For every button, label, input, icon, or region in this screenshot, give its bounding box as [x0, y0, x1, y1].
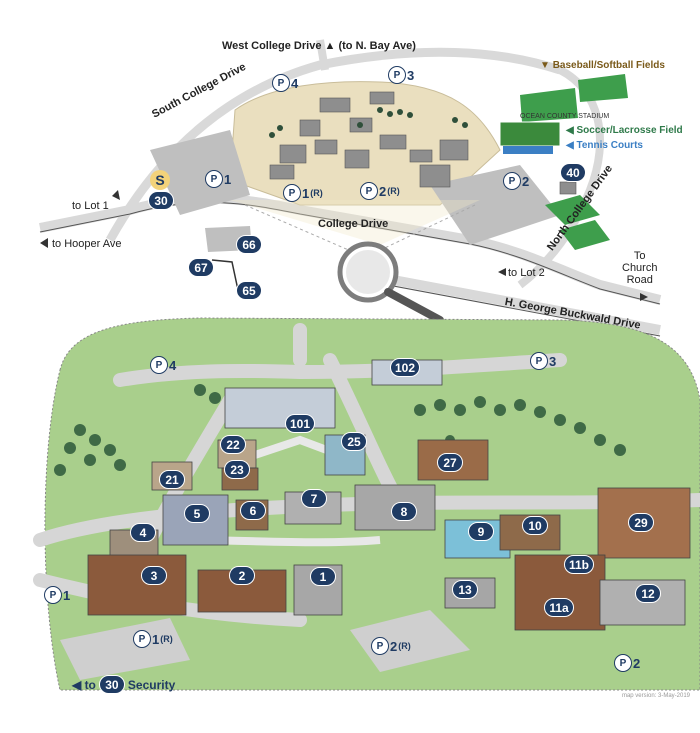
building-25-badge[interactable]: 25 — [341, 432, 367, 451]
parking-icon: P — [44, 586, 62, 604]
baseball-arrow-icon: ▼ — [540, 60, 550, 71]
parking-num: 1 — [63, 587, 71, 603]
parking-icon: P — [371, 637, 389, 655]
to-lot1-label: to Lot 1 — [72, 200, 109, 212]
parking-icon: P — [614, 654, 632, 672]
soccer-field-label: ◀ Soccer/Lacrosse Field — [566, 125, 683, 136]
west-college-name: West College Drive — [222, 40, 322, 52]
parking-num: 2 — [522, 173, 530, 189]
parking-sub: (R) — [387, 186, 400, 196]
parking-icon: P — [388, 66, 406, 84]
parking-num: 3 — [549, 353, 557, 369]
parking-num: 2 — [379, 183, 387, 199]
building-27-badge[interactable]: 27 — [437, 453, 463, 472]
building-101-badge[interactable]: 101 — [285, 414, 315, 433]
building-10-badge[interactable]: 10 — [522, 516, 548, 535]
building-22-badge[interactable]: 22 — [220, 435, 246, 454]
security-icon[interactable]: S — [150, 170, 170, 190]
parking-icon: P — [360, 182, 378, 200]
building-12-badge[interactable]: 12 — [635, 584, 661, 603]
parking-icon: P — [150, 356, 168, 374]
building-1-badge[interactable]: 1 — [310, 567, 336, 586]
security-link-text: Security — [127, 677, 176, 692]
parking-icon: P — [530, 352, 548, 370]
tennis-arrow-icon: ◀ — [566, 140, 574, 151]
parking-num: 1 — [152, 631, 160, 647]
parking-num: 2 — [633, 655, 641, 671]
security-link-prefix: ◀ to — [72, 677, 96, 692]
parking-num: 1 — [302, 185, 310, 201]
parking-icon: P — [272, 74, 290, 92]
parking-icon: P — [283, 184, 301, 202]
north-arrow-icon: ▲ — [324, 40, 336, 52]
building-102-badge[interactable]: 102 — [390, 358, 420, 377]
building-21-badge[interactable]: 21 — [159, 470, 185, 489]
parking-sub: (R) — [160, 634, 173, 644]
building-3-badge[interactable]: 3 — [141, 566, 167, 585]
building-23-badge[interactable]: 23 — [224, 460, 250, 479]
soccer-text: Soccer/Lacrosse Field — [576, 125, 683, 136]
building-67-badge[interactable]: 67 — [188, 258, 214, 277]
building-8-badge[interactable]: 8 — [391, 502, 417, 521]
building-2-badge[interactable]: 2 — [229, 566, 255, 585]
west-college-drive-label: West College Drive ▲ (to N. Bay Ave) — [222, 40, 416, 52]
to-church-road-label: To Church Road — [622, 250, 658, 286]
building-11b-badge[interactable]: 11b — [564, 555, 594, 574]
parking-icon: P — [133, 630, 151, 648]
building-65-badge[interactable]: 65 — [236, 281, 262, 300]
college-drive-label: College Drive — [318, 218, 389, 230]
tennis-courts-label: ◀ Tennis Courts — [566, 140, 643, 151]
building-40-badge[interactable]: 40 — [560, 163, 586, 182]
parking-num: 2 — [390, 638, 398, 654]
parking-icon: P — [503, 172, 521, 190]
building-13-badge[interactable]: 13 — [452, 580, 478, 599]
security-link-badge: 30 — [98, 675, 125, 694]
soccer-arrow-icon: ◀ — [566, 125, 574, 136]
building-9-badge[interactable]: 9 — [468, 522, 494, 541]
baseball-fields-label: ▼ Baseball/Softball Fields — [540, 60, 665, 71]
parking-num: 4 — [291, 75, 299, 91]
parking-icon: P — [205, 170, 223, 188]
building-11a-badge[interactable]: 11a — [544, 598, 574, 617]
building-6-badge[interactable]: 6 — [240, 501, 266, 520]
stadium-label: OCEAN COUNTY STADIUM — [520, 113, 610, 120]
to-lot2-label: to Lot 2 — [508, 267, 545, 279]
building-29-badge[interactable]: 29 — [628, 513, 654, 532]
building-66-badge[interactable]: 66 — [236, 235, 262, 254]
tennis-text: Tennis Courts — [576, 140, 643, 151]
building-30-badge[interactable]: 30 — [148, 191, 174, 210]
parking-num: 3 — [407, 67, 415, 83]
parking-num: 1 — [224, 171, 232, 187]
west-college-note: (to N. Bay Ave) — [338, 40, 416, 52]
building-7-badge[interactable]: 7 — [301, 489, 327, 508]
to-hooper-label: to Hooper Ave — [52, 238, 122, 250]
baseball-text: Baseball/Softball Fields — [552, 60, 665, 71]
parking-num: 4 — [169, 357, 177, 373]
parking-sub: (R) — [310, 188, 323, 198]
building-5-badge[interactable]: 5 — [184, 504, 210, 523]
overview-map — [39, 39, 662, 337]
parking-sub: (R) — [398, 641, 411, 651]
building-4-badge[interactable]: 4 — [130, 523, 156, 542]
security-link[interactable]: ◀ to 30 Security — [72, 675, 175, 694]
map-version-label: map version: 3-May-2019 — [622, 693, 691, 699]
